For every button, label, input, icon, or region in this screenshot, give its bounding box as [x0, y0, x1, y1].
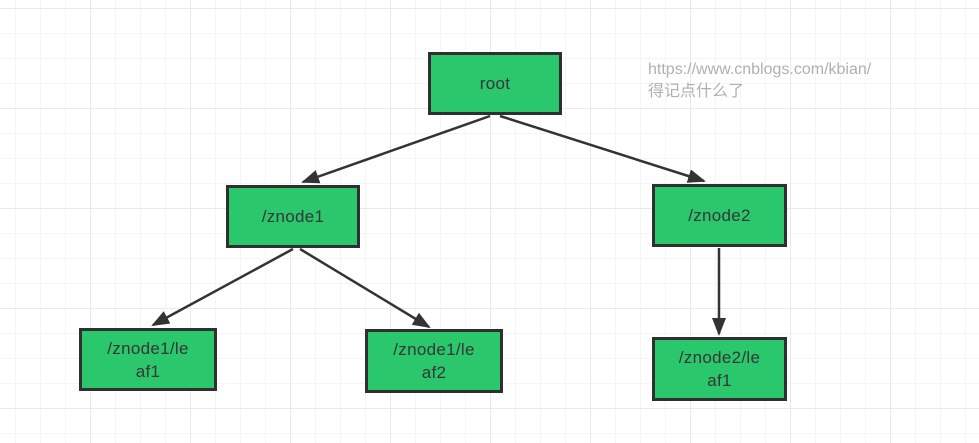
- node-label: /znode2: [688, 206, 751, 225]
- tree-node-znode2-leaf1: /znode2/le af1: [652, 337, 787, 401]
- edge-root-znode1: [301, 114, 491, 184]
- tree-node-znode2: /znode2: [652, 184, 787, 247]
- tree-node-znode1-leaf1: /znode1/le af1: [79, 328, 217, 391]
- node-label-line2: af1: [707, 371, 732, 390]
- tree-node-znode1-leaf2: /znode1/le af2: [365, 329, 503, 393]
- node-label: /znode1: [261, 207, 325, 226]
- node-label-line1: /znode1/le: [393, 340, 475, 359]
- node-label-line1: /znode1/le: [107, 338, 189, 358]
- node-label-line1: /znode2/le: [678, 348, 761, 367]
- edge-root-znode2: [499, 114, 706, 183]
- tree-node-root: root: [428, 52, 562, 115]
- watermark-url: https://www.cnblogs.com/kbian/: [648, 61, 872, 78]
- edge-znode1-leaf2: [299, 247, 431, 329]
- node-label-line2: af2: [421, 363, 447, 382]
- node-label-line2: af1: [135, 361, 161, 381]
- watermark-caption: 得记点什么了: [648, 83, 745, 100]
- edge-znode1-leaf1: [151, 247, 294, 327]
- node-label: root: [479, 74, 511, 93]
- watermark: https://www.cnblogs.com/kbian/ 得记点什么了: [648, 59, 871, 103]
- tree-node-znode1: /znode1: [226, 185, 360, 248]
